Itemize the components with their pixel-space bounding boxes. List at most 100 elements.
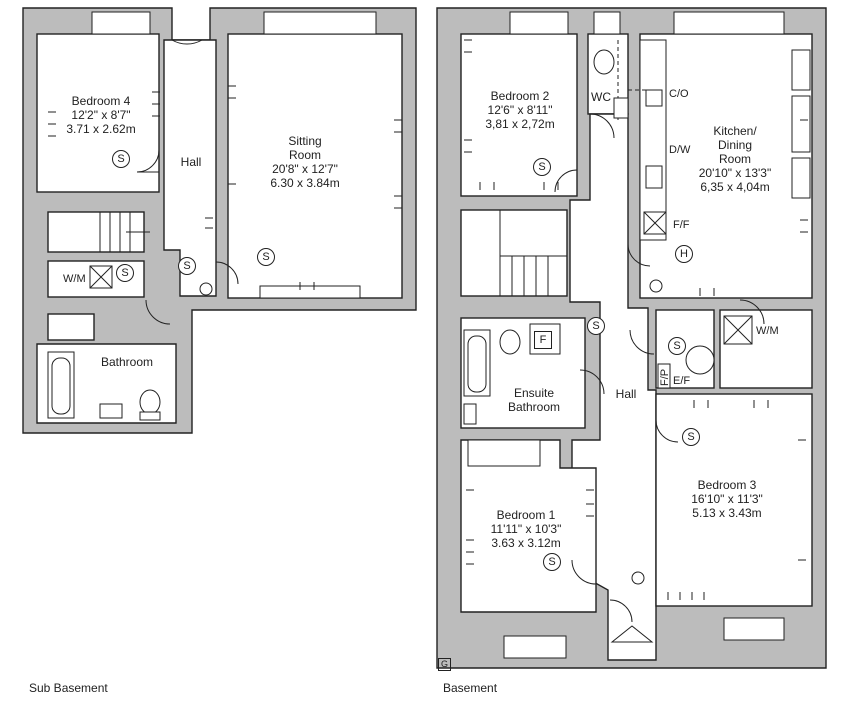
- kitchen-dresser-3: [791, 157, 811, 199]
- bedroom-4-name: Bedroom 4: [71, 94, 131, 108]
- dw-tag: D/W: [669, 144, 691, 156]
- sub-sockets: [48, 85, 402, 290]
- smoke-detector-sub-hall: S: [178, 257, 196, 275]
- basement-sockets: [464, 39, 808, 600]
- basement-door-swings: [554, 113, 765, 623]
- kitchen-label: Kitchen/ Dining Room 20'10" x 13'3" 6,35…: [699, 124, 772, 194]
- shower-flue-marker: F: [534, 331, 552, 349]
- bedroom-1-name: Bedroom 1: [496, 508, 556, 522]
- sub-basement-caption: Sub Basement: [29, 681, 108, 695]
- bedroom-3-name: Bedroom 3: [697, 478, 757, 492]
- smoke-detector-bedroom-2: S: [533, 158, 551, 176]
- sub-light-point: [199, 282, 213, 296]
- bath-cistern: [139, 411, 161, 421]
- basement-hall-label: Hall: [616, 387, 637, 401]
- basement-wm-tag: W/M: [756, 325, 779, 337]
- bath-basin: [99, 403, 123, 419]
- bedroom-1-imperial: 11'11" x 10'3": [490, 522, 562, 536]
- basement-stair-treads: [499, 210, 567, 296]
- bedroom-4-metric: 3.71 x 2.62m: [66, 122, 136, 136]
- entrance-step: [610, 625, 654, 643]
- sitting-room-metric: 6.30 x 3.84m: [270, 176, 340, 190]
- sitting-room-name-2: Room: [288, 148, 321, 162]
- smoke-detector-cupboard: S: [668, 337, 686, 355]
- kitchen-sink: [645, 165, 663, 189]
- bedroom-3-area: [655, 393, 813, 607]
- kitchen-area: [639, 33, 813, 299]
- sitting-room-fireplace: [259, 285, 361, 299]
- smoke-detector-hall-lower: S: [682, 428, 700, 446]
- g-corner-mark: G: [438, 658, 451, 671]
- kitchen-name-3: Room: [718, 152, 751, 166]
- fp-box: [657, 363, 671, 389]
- wc-toilet: [593, 49, 615, 75]
- bedroom-4-label: Bedroom 4 12'2" x 8'7" 3.71 x 2.62m: [66, 94, 135, 136]
- bedroom-2-metric: 3,81 x 2,72m: [485, 117, 555, 131]
- sub-stair-treads: [99, 212, 150, 252]
- ff-tag: F/F: [673, 219, 690, 231]
- fp-tag: F/P: [659, 368, 671, 386]
- basement-plan: [436, 7, 827, 669]
- kitchen-metric: 6,35 x 4,04m: [700, 180, 770, 194]
- bedroom-4-window: [91, 11, 151, 35]
- basement-light-point-2: [631, 571, 645, 585]
- bedroom-2-area: [460, 33, 578, 197]
- sitting-room-label: Sitting Room 20'8" x 12'7" 6.30 x 3.84m: [270, 134, 339, 190]
- ensuite-label: Ensuite Bathroom: [508, 386, 560, 414]
- bedroom-4-area: [36, 33, 160, 193]
- bedroom-1-metric: 3.63 x 3.12m: [491, 536, 561, 550]
- kitchen-name-2: Dining: [717, 138, 753, 152]
- wc-window: [593, 11, 621, 35]
- bedroom-3-imperial: 16'10" x 11'3": [691, 492, 763, 506]
- bedroom-4-imperial: 12'2" x 8'7": [71, 108, 131, 122]
- bedroom-2-imperial: 12'6" x 8'11": [487, 103, 553, 117]
- basement-stair-area: [460, 209, 568, 297]
- basement-light-point-1: [649, 279, 663, 293]
- ensuite-name-2: Bathroom: [507, 400, 561, 414]
- bedroom-3-metric: 5.13 x 3.43m: [692, 506, 762, 520]
- bedroom-2-name: Bedroom 2: [490, 89, 550, 103]
- bedroom-2-window: [509, 11, 569, 35]
- sitting-room-imperial: 20'8" x 12'7": [272, 162, 338, 176]
- bedroom-1-label: Bedroom 1 11'11" x 10'3" 3.63 x 3.12m: [491, 508, 562, 550]
- wc-basin: [613, 97, 629, 119]
- sitting-room-name-1: Sitting: [288, 134, 322, 148]
- kitchen-hob: [645, 89, 663, 107]
- sub-basement-plan: [22, 7, 417, 434]
- bathroom-name: Bathroom: [100, 355, 154, 369]
- bath-inner: [51, 357, 71, 415]
- wc-label: WC: [591, 90, 611, 104]
- sub-door-swings: [136, 39, 239, 325]
- smoke-detector-sub-wm: S: [116, 264, 134, 282]
- sub-wm-cross: [89, 265, 113, 289]
- ensuite-bath-inner: [467, 335, 487, 393]
- ensuite-basin: [463, 403, 477, 425]
- bedroom-3-label: Bedroom 3 16'10" x 11'3" 5.13 x 3.43m: [691, 478, 763, 520]
- kitchen-dresser-1: [791, 49, 811, 91]
- boiler-cylinder: [685, 345, 715, 375]
- bedroom-3-window: [723, 617, 785, 641]
- sub-hall-area: [163, 39, 217, 297]
- kitchen-imperial: 20'10" x 13'3": [698, 166, 772, 180]
- basement-wm-cross: [723, 315, 753, 345]
- bedroom-1-area: [460, 439, 597, 613]
- smoke-detector-sitting: S: [257, 248, 275, 266]
- ensuite-toilet: [499, 329, 521, 355]
- heat-detector-kitchen: H: [675, 245, 693, 263]
- wc-name: WC: [591, 90, 611, 104]
- co-tag: C/O: [669, 88, 689, 100]
- kitchen-dresser-2: [791, 95, 811, 153]
- sub-hall-name: Hall: [180, 155, 202, 169]
- bathroom-label: Bathroom: [101, 355, 153, 369]
- basement-hall-name: Hall: [615, 387, 637, 401]
- basement-caption: Basement: [443, 681, 498, 695]
- bedroom-1-window: [503, 635, 567, 659]
- bath-toilet: [139, 389, 161, 415]
- kitchen-worktop: [639, 39, 667, 241]
- sub-store-area: [47, 313, 95, 341]
- smoke-detector-bedroom-4: S: [112, 150, 130, 168]
- smoke-detector-hall-upper: S: [587, 317, 605, 335]
- sub-wm-tag: W/M: [63, 273, 86, 285]
- bedroom-1-wardrobes: [467, 439, 541, 467]
